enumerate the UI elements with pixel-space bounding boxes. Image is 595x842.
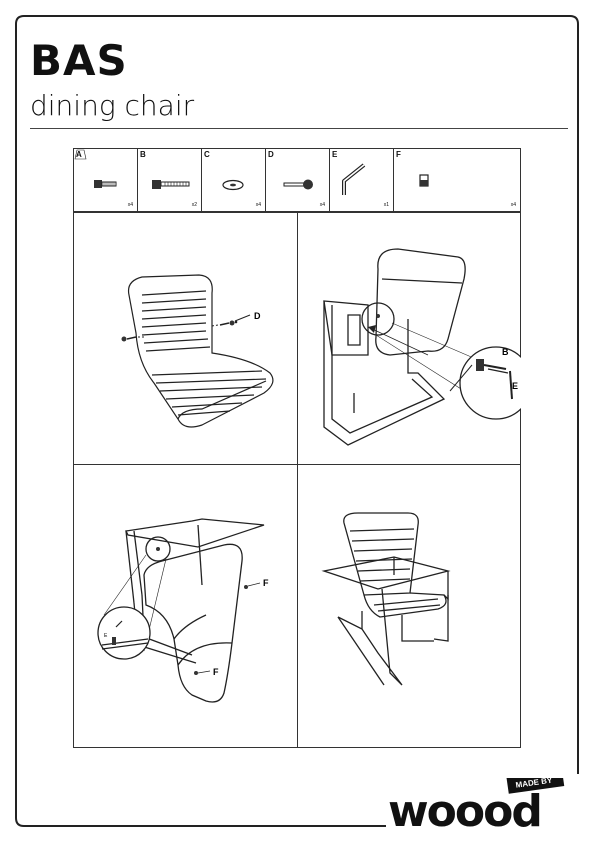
part-qty: x1 (383, 202, 389, 208)
bolt-long-icon (152, 180, 190, 189)
page-subtitle: dining chair (30, 89, 195, 122)
part-b: B x2 (138, 149, 202, 211)
callout-e: E (512, 381, 518, 391)
grid-divider-vertical (297, 213, 298, 747)
step-1-illustration: D (121, 274, 274, 428)
bolt-short-icon (74, 149, 117, 188)
parts-list: A x4 B x2 C x4 D x4 E (73, 148, 521, 212)
grid-divider-horizontal (74, 464, 520, 465)
part-f: F x4 (394, 149, 520, 211)
part-a: A x4 (74, 149, 138, 211)
step-4-illustration (321, 512, 451, 686)
callout-b: B (502, 347, 509, 357)
part-qty: x2 (191, 202, 197, 208)
callout-f-1: F (263, 578, 269, 588)
page-title: BAS (30, 36, 128, 85)
part-c: C x4 (202, 149, 266, 211)
step-3-illustration: E F F (97, 518, 269, 703)
part-letter: B (140, 150, 146, 159)
part-d: D x4 (266, 149, 330, 211)
part-letter: F (396, 150, 401, 159)
part-qty: x4 (255, 202, 261, 208)
part-letter: C (204, 150, 210, 159)
cap-bolt-icon (283, 179, 313, 190)
logo-wordmark: woood (388, 786, 541, 830)
part-e: E x1 (330, 149, 394, 211)
header-divider (30, 128, 568, 129)
callout-e-detail: E (104, 633, 108, 639)
part-qty: x4 (127, 202, 133, 208)
part-qty: x4 (319, 202, 325, 208)
part-qty: x4 (510, 202, 516, 208)
part-letter: A (76, 150, 82, 159)
glide-icon (419, 174, 429, 187)
part-letter: E (332, 150, 338, 159)
part-letter: D (268, 150, 274, 159)
made-by-text: MADE BY (515, 778, 553, 790)
callout-f-2: F (213, 667, 219, 677)
made-by-badge (506, 778, 565, 794)
callout-d: D (254, 311, 261, 321)
brand-logo: MADE BY woood (388, 778, 565, 830)
allen-key-icon (342, 163, 366, 195)
page-frame (15, 15, 579, 827)
step-2-illustration: B E (323, 248, 521, 446)
washer-icon (222, 179, 244, 191)
assembly-steps-grid: D B E (73, 212, 521, 748)
